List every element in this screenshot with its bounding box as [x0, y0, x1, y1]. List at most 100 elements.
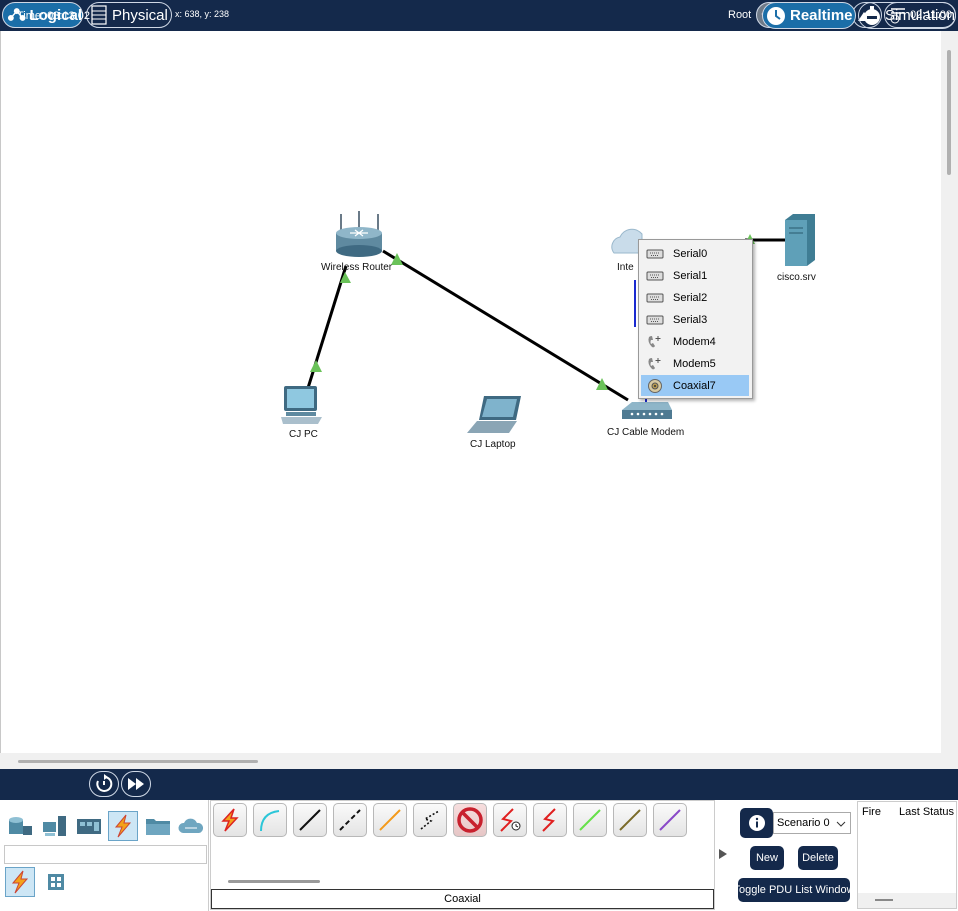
- menu-item-serial2[interactable]: Serial2: [641, 287, 749, 308]
- category-components[interactable]: [74, 811, 104, 841]
- serial-dce-icon: [500, 808, 521, 832]
- serial-dte-icon: [542, 808, 556, 832]
- category-end-devices[interactable]: [40, 811, 70, 841]
- serial-port-icon: [646, 249, 664, 258]
- components-icon: [77, 819, 101, 834]
- serial-port-icon: [646, 293, 664, 302]
- menu-item-label: Coaxial7: [673, 379, 716, 392]
- chevron-down-icon: [836, 821, 846, 827]
- serial-port-icon: [646, 315, 664, 324]
- menu-item-label: Serial3: [673, 313, 708, 326]
- serial-dte-tile[interactable]: [533, 803, 567, 837]
- laptop-node[interactable]: [466, 394, 523, 436]
- copper-cross-over-tile[interactable]: [333, 803, 367, 837]
- serial-port-icon: [646, 271, 664, 280]
- link-light-router-pc: [340, 272, 351, 283]
- toggle-pdu-list-button[interactable]: Toggle PDU List Window: [738, 878, 850, 902]
- phone-cable-tile[interactable]: [413, 803, 447, 837]
- device-search-input[interactable]: [4, 845, 207, 864]
- menu-item-label: Serial2: [673, 291, 708, 304]
- pc-node[interactable]: [280, 384, 324, 426]
- realtime-label: Realtime: [790, 7, 853, 24]
- pdu-table-scroll-thumb[interactable]: [875, 899, 893, 901]
- time-bar: [0, 769, 958, 800]
- coaxial-cable-tile[interactable]: [453, 803, 487, 837]
- menu-item-modem4[interactable]: Modem4: [641, 331, 749, 352]
- category-connections[interactable]: [108, 811, 138, 841]
- cable-modem-label: CJ Cable Modem: [607, 427, 685, 438]
- clock-icon: [767, 6, 785, 25]
- category-network-devices[interactable]: [5, 811, 35, 841]
- scenario-select[interactable]: Scenario 0: [773, 812, 851, 834]
- link-light-modem-router: [596, 378, 608, 390]
- fiber-tile[interactable]: [373, 803, 407, 837]
- octal-cable-icon: [579, 809, 601, 831]
- menu-item-coaxial7[interactable]: Coaxial7: [641, 375, 749, 396]
- category-multiuser[interactable]: [176, 811, 206, 841]
- copper-straight-through-tile[interactable]: [293, 803, 327, 837]
- menu-item-serial3[interactable]: Serial3: [641, 309, 749, 330]
- delete-scenario-button[interactable]: Delete: [798, 846, 838, 870]
- realtime-mode-button[interactable]: Realtime: [762, 2, 856, 29]
- wireless-router-node[interactable]: [333, 210, 385, 258]
- pc-icon: [281, 386, 322, 424]
- last-status-column-header: Last Status: [899, 806, 955, 818]
- stopwatch-icon: [863, 5, 880, 25]
- vertical-scrollbar[interactable]: [941, 31, 958, 753]
- logical-tab-label: Logical: [29, 6, 82, 24]
- menu-item-serial0[interactable]: Serial0: [641, 243, 749, 264]
- subcategory-connections[interactable]: [5, 867, 35, 897]
- subcategory-structured-cabling[interactable]: [41, 867, 71, 897]
- lightning-connection-icon: [11, 870, 29, 894]
- coaxial-cable-icon: [457, 807, 483, 833]
- simulation-label: Simulation: [884, 7, 955, 24]
- console-cable-icon: [260, 810, 280, 832]
- cable-modem-node[interactable]: [620, 398, 674, 422]
- reset-cycle-icon: [96, 774, 113, 792]
- scenario-info-button[interactable]: [740, 808, 773, 838]
- rack-icon: [91, 5, 107, 25]
- octal-cable-tile[interactable]: [573, 803, 607, 837]
- serial-dce-tile[interactable]: [493, 803, 527, 837]
- server-node[interactable]: [783, 212, 817, 268]
- cable-modem-icon: [622, 402, 672, 419]
- iot-custom-cable-tile[interactable]: [613, 803, 647, 837]
- grid-icon: [48, 874, 64, 890]
- panel-collapse-arrow-icon[interactable]: [719, 849, 727, 859]
- pc-label: CJ PC: [289, 429, 318, 440]
- usb-cable-icon: [659, 809, 681, 831]
- fiber-icon: [379, 809, 401, 831]
- internet-cloud-icon: [611, 228, 643, 254]
- horizontal-scroll-thumb[interactable]: [18, 760, 258, 763]
- server-label: cisco.srv: [777, 272, 816, 283]
- cursor-coordinates: x: 638, y: 238: [175, 9, 230, 19]
- link-light-pc-router: [310, 360, 322, 372]
- console-cable-tile[interactable]: [253, 803, 287, 837]
- menu-item-serial1[interactable]: Serial1: [641, 265, 749, 286]
- vertical-scroll-thumb[interactable]: [947, 50, 951, 175]
- physical-tab-label: Physical: [112, 6, 168, 24]
- physical-tab[interactable]: Physical: [86, 2, 172, 28]
- menu-item-modem5[interactable]: Modem5: [641, 353, 749, 374]
- link-light-router-modem: [391, 253, 403, 265]
- end-devices-icon: [43, 816, 66, 836]
- fast-forward-icon: [128, 778, 144, 790]
- pdu-table-scrollbar[interactable]: [858, 893, 956, 908]
- pdu-list-table: [857, 801, 957, 909]
- automatic-connection-tile[interactable]: [213, 803, 247, 837]
- horizontal-scrollbar[interactable]: [0, 753, 958, 769]
- connection-scroll-thumb[interactable]: [228, 880, 320, 883]
- logical-workspace[interactable]: [0, 31, 958, 769]
- category-miscellaneous[interactable]: [143, 811, 173, 841]
- power-cycle-button[interactable]: [89, 771, 119, 797]
- network-devices-icon: [9, 817, 32, 835]
- usb-cable-tile[interactable]: [653, 803, 687, 837]
- fast-forward-button[interactable]: [121, 771, 151, 797]
- logical-tab[interactable]: Logical: [2, 2, 83, 28]
- server-icon: [785, 214, 815, 266]
- copper-straight-through-icon: [299, 809, 321, 831]
- root-label: Root: [728, 9, 752, 21]
- simulation-mode-button[interactable]: Simulation: [858, 2, 956, 29]
- new-scenario-button[interactable]: New: [750, 846, 784, 870]
